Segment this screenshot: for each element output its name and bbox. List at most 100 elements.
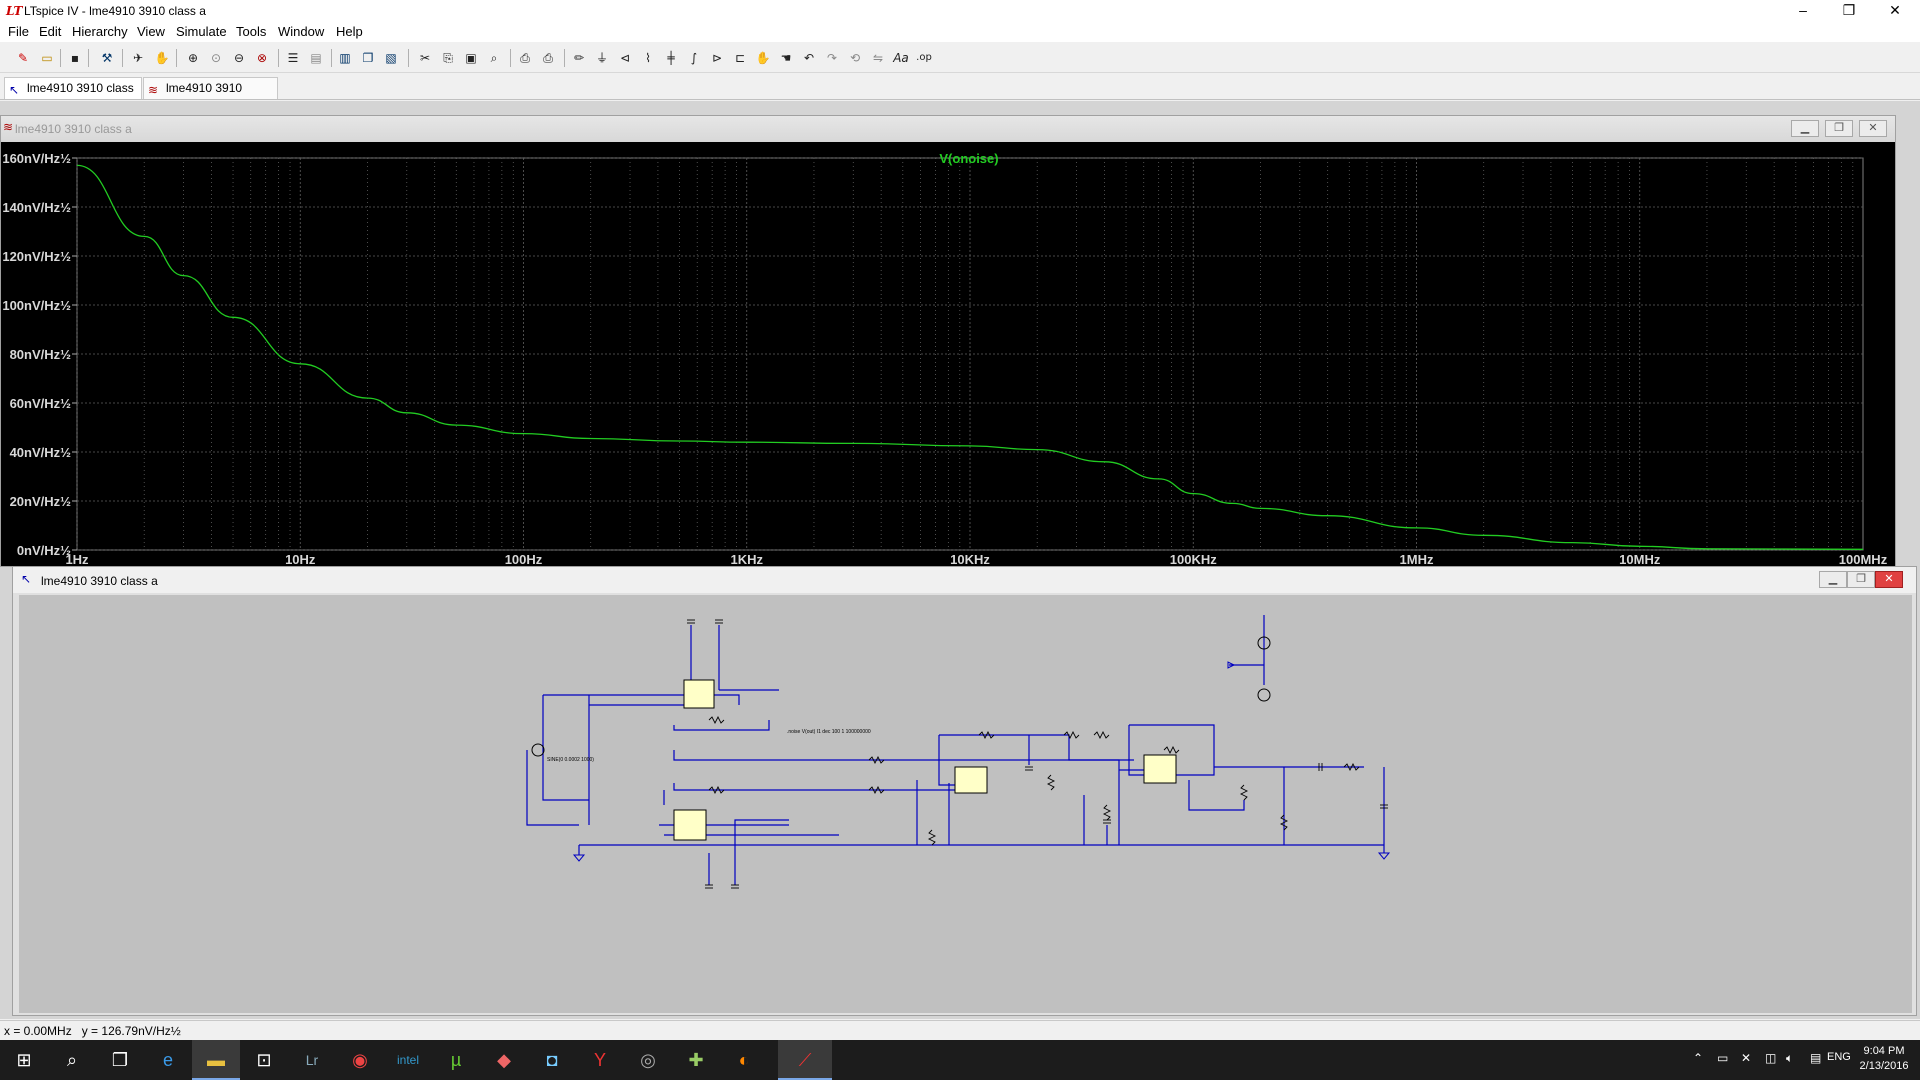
capacitor-icon[interactable]: ╪: [667, 51, 675, 65]
schematic-window-title: lme4910 3910 class a: [41, 574, 158, 588]
app-tray-icon[interactable]: ✕: [1741, 1051, 1752, 1065]
find-icon[interactable]: ⌕: [490, 51, 498, 65]
opamp-u2[interactable]: [954, 766, 988, 794]
menu-edit[interactable]: Edit: [39, 24, 62, 39]
undo-icon[interactable]: ↶: [803, 51, 815, 65]
tab-waveform[interactable]: ≋ lme4910 3910 class a: [143, 77, 278, 115]
waveform-minimize-button[interactable]: ▁: [1791, 120, 1819, 137]
language-indicator[interactable]: ENG: [1827, 1051, 1851, 1063]
autorange-icon[interactable]: ☰: [287, 51, 299, 65]
menu-simulate[interactable]: Simulate: [176, 24, 227, 39]
halt-icon[interactable]: ✋: [154, 51, 170, 65]
close-window-icon[interactable]: ▧: [385, 51, 397, 65]
lightroom-icon[interactable]: Lr: [305, 1052, 319, 1068]
x-tick-label: 1KHz: [730, 552, 763, 566]
notifications-icon[interactable]: ▤: [1810, 1051, 1822, 1065]
run-icon[interactable]: ✈: [132, 51, 144, 65]
zoom-out-icon[interactable]: ⊖: [233, 51, 245, 65]
menu-help[interactable]: Help: [336, 24, 363, 39]
app-icon[interactable]: Y: [593, 1050, 606, 1070]
move-icon[interactable]: ✋: [755, 51, 771, 65]
app-icon[interactable]: ◆: [497, 1050, 511, 1070]
zoom-in-icon[interactable]: ⊕: [187, 51, 199, 65]
new-schematic-icon[interactable]: ✎: [17, 51, 29, 65]
open-file-icon[interactable]: ▭: [41, 51, 53, 65]
waveform-window-titlebar[interactable]: ≋ lme4910 3910 class a ▁ ❐ ✕: [1, 116, 1895, 142]
waveform-close-button[interactable]: ✕: [1859, 120, 1887, 137]
store-icon[interactable]: ⊡: [256, 1050, 272, 1070]
inductor-icon[interactable]: ∫: [690, 51, 698, 65]
drag-icon[interactable]: ☚: [780, 51, 792, 65]
schematic-restore-button[interactable]: ❐: [1847, 571, 1875, 588]
battery-icon[interactable]: ▭: [1717, 1051, 1729, 1065]
pan-icon[interactable]: ⊙: [210, 51, 222, 65]
schematic-canvas[interactable]: .noise V(out) I1 dec 100 1 100000000 SIN…: [19, 595, 1912, 1013]
opamp-u3[interactable]: [673, 809, 707, 841]
menu-tools[interactable]: Tools: [236, 24, 267, 39]
chrome-icon[interactable]: ◉: [352, 1050, 368, 1070]
fft-icon[interactable]: ▤: [310, 51, 322, 65]
close-button[interactable]: ✕: [1889, 2, 1901, 18]
menu-hierarchy[interactable]: Hierarchy: [72, 24, 128, 39]
menu-bar: File Edit Hierarchy View Simulate Tools …: [0, 22, 1920, 42]
waveform-restore-button[interactable]: ❐: [1825, 120, 1853, 137]
volume-icon[interactable]: 🔈︎: [1786, 1051, 1794, 1065]
y-tick-label: 0nV/Hz½: [17, 543, 71, 558]
file-explorer-icon[interactable]: ▬: [192, 1040, 240, 1080]
cascade-icon[interactable]: ❐: [362, 51, 374, 65]
spice-directive-icon[interactable]: .op: [916, 52, 932, 63]
start-icon[interactable]: ⊞: [16, 1050, 32, 1070]
print-icon[interactable]: ⎙: [520, 51, 530, 65]
diode-icon[interactable]: ⊳: [711, 51, 723, 65]
copy-icon[interactable]: ⎘: [443, 51, 453, 65]
supply-source-v2[interactable]: [1257, 688, 1271, 702]
control-panel-icon[interactable]: ⚒: [101, 51, 113, 65]
ground-icon[interactable]: ⏚: [595, 51, 608, 65]
schematic-close-button[interactable]: ✕: [1875, 571, 1903, 588]
edge-browser-icon[interactable]: e: [162, 1050, 173, 1070]
resistor-icon[interactable]: ⌇: [645, 51, 651, 65]
component-icon[interactable]: ⊏: [734, 51, 746, 65]
schematic-icon: ↖: [9, 83, 20, 97]
menu-window[interactable]: Window: [278, 24, 325, 39]
app-icon[interactable]: ◘: [546, 1050, 558, 1070]
media-icon[interactable]: ◎: [640, 1050, 656, 1070]
save-icon[interactable]: ▪: [70, 51, 80, 65]
network-icon[interactable]: ◫: [1765, 1051, 1777, 1065]
source-value-label[interactable]: SINE(0 0.0002 1000): [547, 757, 594, 763]
ltspice-taskbar-icon[interactable]: ⟋: [778, 1040, 832, 1080]
minimize-button[interactable]: –: [1799, 2, 1807, 18]
draw-wire-icon[interactable]: ✏: [573, 51, 585, 65]
print-preview-icon[interactable]: ⎙: [543, 51, 553, 65]
trace-label[interactable]: V(onoise): [939, 151, 998, 166]
mirror-icon[interactable]: ⇋: [872, 51, 884, 65]
label-net-icon[interactable]: ⊲: [619, 51, 631, 65]
tab-schematic[interactable]: ↖ lme4910 3910 class a: [4, 77, 142, 115]
utorrent-icon[interactable]: µ: [450, 1050, 462, 1070]
tile-horizontal-icon[interactable]: ▥: [339, 51, 351, 65]
supply-source-v1[interactable]: [1257, 636, 1271, 650]
intel-icon[interactable]: intel: [396, 1053, 419, 1067]
restore-button[interactable]: ❐: [1842, 2, 1856, 18]
paste-icon[interactable]: ▣: [465, 51, 477, 65]
tray-chevron-icon[interactable]: ⌃: [1693, 1051, 1704, 1065]
search-icon[interactable]: ⌕: [66, 1050, 78, 1070]
signal-source-i1[interactable]: [531, 743, 545, 757]
zoom-full-icon[interactable]: ⊗: [256, 51, 268, 65]
app-icon[interactable]: ✚: [688, 1050, 704, 1070]
menu-view[interactable]: View: [137, 24, 165, 39]
menu-file[interactable]: File: [8, 24, 29, 39]
app-icon[interactable]: ◐: [738, 1050, 750, 1070]
text-icon[interactable]: Aa: [893, 51, 909, 65]
taskbar-clock[interactable]: 9:04 PM 2/13/2016: [1854, 1044, 1914, 1074]
noise-directive[interactable]: .noise V(out) I1 dec 100 1 100000000: [787, 729, 871, 735]
cut-icon[interactable]: ✂: [419, 51, 431, 65]
rotate-icon[interactable]: ⟲: [849, 51, 861, 65]
opamp-u4[interactable]: [683, 679, 715, 709]
opamp-u1[interactable]: [1143, 754, 1177, 784]
schematic-window-titlebar[interactable]: ↖ lme4910 3910 class a ▁ ❐ ✕: [13, 567, 1916, 593]
schematic-minimize-button[interactable]: ▁: [1819, 571, 1847, 588]
task-view-icon[interactable]: ❐: [111, 1050, 129, 1070]
redo-icon[interactable]: ↷: [826, 51, 838, 65]
